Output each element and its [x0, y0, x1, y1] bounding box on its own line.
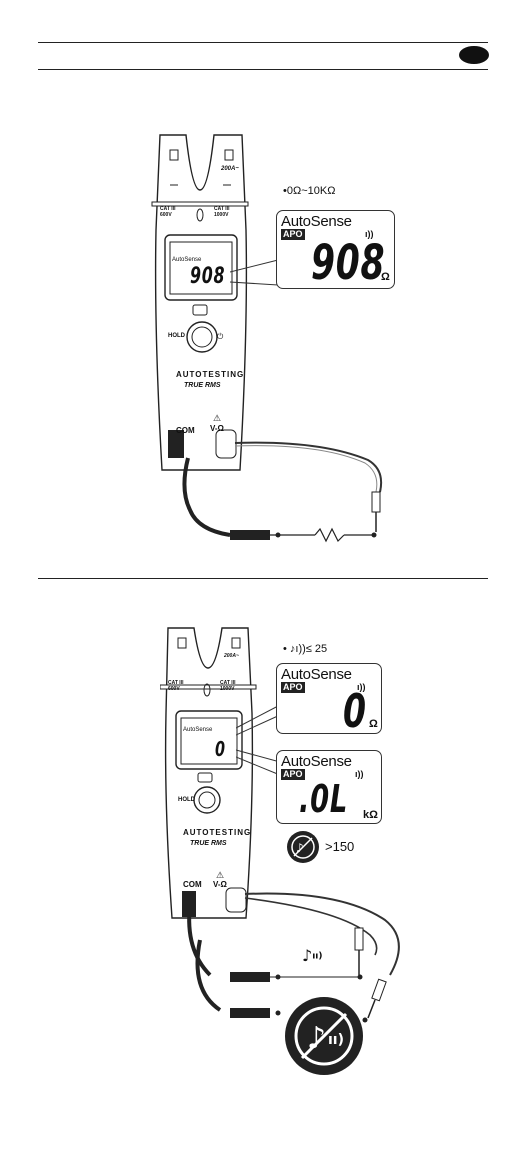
lcd-display-zero: AutoSense APO ı)) 0 Ω	[276, 663, 382, 734]
meter1-warning-icon: ⚠	[213, 413, 221, 424]
meter2-cat-left: CAT III 600V	[168, 680, 192, 692]
meter2-subtitle: TRUE RMS	[190, 840, 227, 847]
no-beep-large-icon: ♪ ıı)	[284, 996, 364, 1076]
header-rule-top	[38, 42, 488, 43]
lcd1-callout-lines	[230, 240, 280, 300]
meter1-power-icon: ⏻	[217, 332, 223, 342]
meter2-current-rating: 200A~	[224, 653, 239, 659]
lcd-apo-badge: APO	[281, 229, 305, 240]
lcd2-unit: Ω	[369, 718, 378, 730]
lcd-autosense-label: AutoSense	[281, 213, 352, 230]
language-tab	[459, 46, 489, 64]
meter2-hold-label: HOLD	[178, 797, 195, 803]
section-divider	[38, 578, 488, 579]
no-beep-icon: ♪	[286, 830, 320, 864]
lcd3-unit: kΩ	[363, 809, 378, 821]
meter1-hold-label: HOLD	[168, 333, 185, 339]
header-rule-bottom	[38, 69, 488, 70]
lcd2-reading: 0	[343, 684, 367, 738]
lcd2-apo-badge: APO	[281, 682, 305, 693]
meter1-brand: AUTOTESTING	[176, 370, 244, 379]
meter2-lcd-value: 0	[215, 737, 226, 761]
test-leads-1	[160, 430, 400, 550]
meter1-subtitle: TRUE RMS	[184, 382, 221, 389]
lcd-reading: 908	[311, 235, 385, 291]
meter1-current-rating: 200A~	[221, 166, 239, 172]
lcd3-autosense-label: AutoSense	[281, 753, 352, 770]
lcd-display-open: AutoSense APO ı)) .0L kΩ	[276, 750, 382, 824]
range-label: •0Ω~10KΩ	[283, 185, 335, 197]
no-beep-threshold: >150	[325, 839, 354, 854]
sound-icon: ı))	[355, 769, 364, 779]
lcd2-autosense-label: AutoSense	[281, 666, 352, 683]
meter2-lcd-autosense: AutoSense	[183, 727, 212, 733]
meter1-lcd-autosense: AutoSense	[172, 257, 201, 263]
continuity-label: • ♪ı))≤ 25	[283, 643, 327, 655]
meter2-brand: AUTOTESTING	[183, 828, 251, 837]
beep-icon: ♪ıı)	[302, 946, 323, 965]
lcd-display-908: AutoSense APO ı)) 908 Ω	[276, 210, 395, 289]
lcd-unit: Ω	[381, 271, 390, 283]
meter1-cat-left: CAT III 600V	[160, 206, 186, 218]
svg-text:ıı): ıı)	[328, 1032, 344, 1048]
lcd3-reading: .0L	[299, 777, 348, 821]
meter1-cat-right: CAT III 1000V	[214, 206, 240, 218]
meter1-lcd-value: 908	[190, 264, 225, 289]
clamp-meter-1	[150, 130, 250, 475]
